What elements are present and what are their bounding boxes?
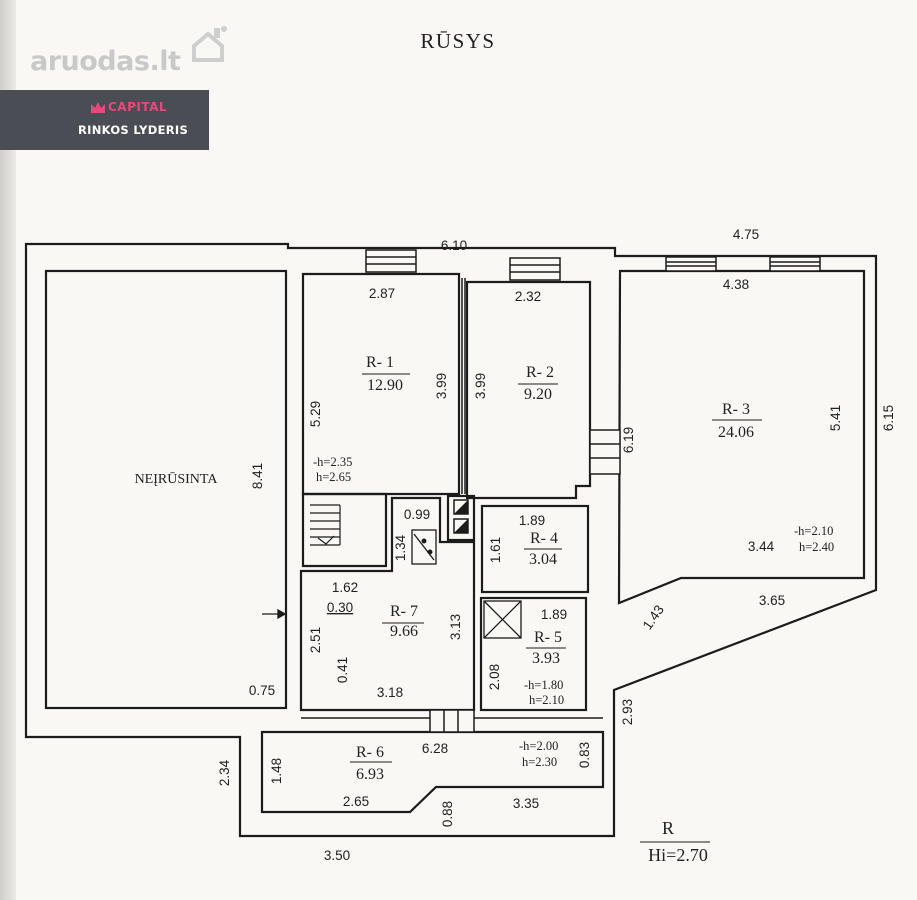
room-r4-outline	[480, 504, 590, 594]
window-r3-b	[769, 256, 821, 272]
unrenovated-label: NEĮRŪSINTA	[135, 471, 219, 487]
room-r6-height-low: -h=2.00	[519, 739, 558, 753]
dim-2-08: 2.08	[487, 664, 502, 690]
crown-icon	[91, 102, 105, 113]
room-r4-id: R- 4	[530, 530, 558, 547]
room-r6-id: R- 6	[356, 744, 384, 761]
room-r2-id: R- 2	[526, 364, 554, 381]
room-r1-id: R- 1	[366, 354, 394, 371]
dim-2-65: 2.65	[343, 794, 369, 809]
watermark-suffix: .lt	[149, 46, 181, 77]
boiler-icon	[411, 529, 437, 565]
dim-6-15: 6.15	[881, 405, 896, 431]
dim-3-13: 3.13	[448, 614, 463, 640]
room-r1-area: 12.90	[367, 377, 403, 394]
dim-8-41: 8.41	[250, 463, 265, 489]
room-r6-outline	[260, 730, 605, 814]
legend-ceiling-height: Hi=2.70	[648, 845, 708, 865]
dim-1-43: 1.43	[640, 602, 667, 632]
shower-tray-icon	[483, 600, 522, 639]
house-icon	[192, 26, 227, 62]
unrenovated-area-outline	[44, 269, 288, 710]
room-r4-area: 3.04	[529, 551, 557, 568]
dim-1-34: 1.34	[393, 534, 408, 561]
room-r3-outline	[617, 269, 866, 605]
dim-2-32: 2.32	[515, 289, 541, 304]
watermark-text: aruodas	[30, 46, 150, 77]
dim-2-93: 2.93	[620, 699, 635, 725]
window-r3-a	[665, 256, 717, 272]
window-r2	[509, 257, 561, 281]
dim-3-35: 3.35	[513, 796, 539, 811]
dim-3-99-a: 3.99	[434, 373, 449, 399]
dim-1-61: 1.61	[488, 537, 503, 563]
capital-logo: CAPITAL	[90, 100, 190, 116]
room-r6-height: h=2.30	[522, 755, 557, 769]
dim-0-75: 0.75	[249, 683, 275, 698]
room-r1-height-low: -h=2.35	[313, 455, 352, 469]
dim-2-34: 2.34	[217, 759, 232, 786]
dim-1-89-a: 1.89	[519, 513, 545, 528]
dim-3-18: 3.18	[377, 685, 403, 700]
capital-brand-banner: CAPITAL RINKOS LYDERIS	[0, 90, 209, 150]
room-r5-height: h=2.10	[529, 693, 564, 707]
doorway-r2-r3	[589, 429, 621, 475]
dim-3-50: 3.50	[324, 848, 350, 863]
stair-niche-outline	[301, 492, 388, 568]
dim-0-99: 0.99	[404, 507, 430, 522]
room-r3-area: 24.06	[718, 424, 754, 441]
plan-title: RŪSYS	[420, 29, 495, 53]
room-r3-height-low: -h=2.10	[794, 524, 833, 538]
dim-5-41: 5.41	[828, 405, 843, 431]
dim-0-88: 0.88	[440, 801, 455, 827]
dim-1-89-b: 1.89	[541, 607, 567, 622]
room-r2-area: 9.20	[524, 386, 552, 403]
dim-3-65: 3.65	[759, 593, 785, 608]
outer-wall	[24, 242, 878, 838]
room-r5-area: 3.93	[532, 650, 560, 667]
room-r7-id: R- 7	[390, 603, 418, 620]
dim-5-29: 5.29	[308, 401, 323, 427]
room-r5-id: R- 5	[534, 629, 562, 646]
room-r6-area: 6.93	[356, 766, 384, 783]
room-r2-outline	[465, 280, 592, 500]
dim-6-28: 6.28	[422, 741, 448, 756]
dim-4-75: 4.75	[733, 227, 759, 242]
dim-0-41: 0.41	[335, 657, 350, 683]
dim-2-87: 2.87	[369, 286, 395, 301]
book-spine-shadow	[0, 0, 16, 900]
brand-tagline: RINKOS LYDERIS	[78, 123, 189, 137]
room-r5-height-low: -h=1.80	[524, 678, 563, 692]
doorway-r7-r6	[429, 709, 475, 733]
dim-1-48: 1.48	[269, 758, 284, 784]
shaft-outline	[446, 494, 476, 542]
dim-0-83: 0.83	[577, 742, 592, 768]
dim-3-44: 3.44	[748, 539, 775, 554]
room-r5-outline	[479, 596, 588, 712]
legend-label: R	[662, 818, 674, 838]
dim-0-30: 0.30	[327, 600, 353, 615]
room-r3-id: R- 3	[722, 401, 750, 418]
dim-1-62: 1.62	[332, 580, 358, 595]
stairs-icon	[310, 504, 341, 546]
room-r7-area: 9.66	[390, 623, 418, 640]
chimney-flue-icon	[453, 499, 469, 534]
room-r3-height: h=2.40	[799, 540, 834, 554]
dim-6-19: 6.19	[621, 427, 636, 453]
room-r1-height: h=2.65	[316, 470, 351, 484]
capital-logo-text: CAPITAL	[108, 100, 168, 114]
dim-6-10: 6.10	[441, 238, 467, 253]
dim-3-99-b: 3.99	[473, 373, 488, 399]
room-r1-outline	[301, 272, 461, 496]
entry-arrow-icon	[262, 608, 287, 620]
dim-4-38: 4.38	[723, 277, 749, 292]
aruodas-watermark: aruodas.lt	[30, 26, 227, 82]
window-r1	[365, 249, 417, 273]
dim-2-51: 2.51	[308, 627, 323, 653]
